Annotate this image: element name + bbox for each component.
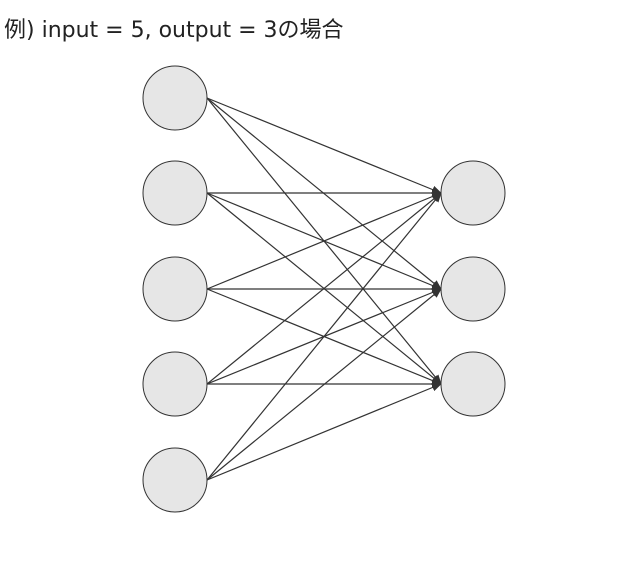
output-node-1 bbox=[440, 160, 506, 226]
connections bbox=[206, 97, 442, 481]
connection-in3-out1 bbox=[206, 192, 442, 290]
diagram-caption: 例) input = 5, output = 3の場合 bbox=[4, 18, 344, 43]
output-node-3 bbox=[440, 351, 506, 417]
connection-in4-out1 bbox=[206, 192, 442, 385]
input-node-3 bbox=[142, 256, 208, 322]
connection-in5-out2 bbox=[206, 288, 442, 481]
connection-in1-out1 bbox=[206, 97, 442, 194]
output-layer bbox=[440, 160, 506, 417]
output-node-2 bbox=[440, 256, 506, 322]
connection-in5-out1 bbox=[206, 192, 442, 481]
connection-in5-out3 bbox=[206, 383, 442, 481]
input-node-1 bbox=[142, 65, 208, 131]
input-node-2 bbox=[142, 160, 208, 226]
input-node-4 bbox=[142, 351, 208, 417]
input-node-5 bbox=[142, 447, 208, 513]
input-layer bbox=[142, 65, 208, 513]
